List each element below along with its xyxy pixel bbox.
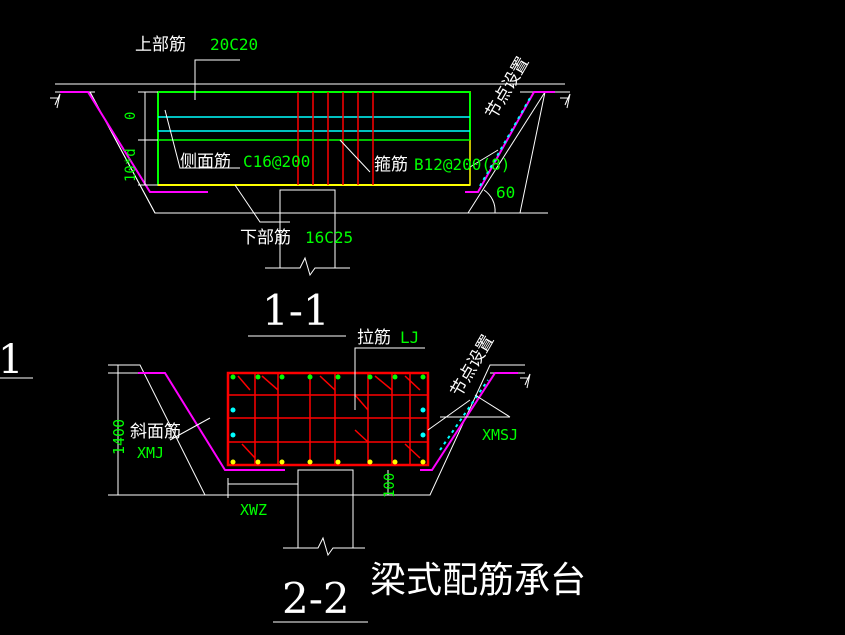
node2-dash <box>439 379 489 451</box>
tie-value: LJ <box>400 328 419 347</box>
side-bar-label: 侧面筋 <box>180 152 231 172</box>
rebar-dot <box>279 374 285 380</box>
bottom-bar-value: 16C25 <box>305 228 353 247</box>
section-title-1-1: 1-1 <box>262 286 330 335</box>
rebar-dot <box>279 459 285 465</box>
rebar-dot <box>230 459 236 465</box>
rebar-dot <box>392 459 398 465</box>
rebar-dot <box>367 374 373 380</box>
break-mark-2 <box>520 373 531 389</box>
left-fragment-label: 1 <box>0 337 23 383</box>
top-bar-label: 上部筋 <box>135 35 186 55</box>
tie <box>404 443 421 459</box>
rebar-dot <box>307 459 313 465</box>
rebar-dot <box>392 374 398 380</box>
tie-leader <box>354 347 425 410</box>
xwz-label: XWZ <box>240 501 267 519</box>
dim-1400: 1400 <box>110 419 128 455</box>
stirrups <box>297 92 374 185</box>
rebar-dot <box>420 432 426 438</box>
side-bar-value: C16@200 <box>243 152 310 171</box>
slope-leader <box>169 417 211 441</box>
pile2-head <box>297 469 354 496</box>
tie <box>354 394 369 411</box>
rebar-dot <box>420 459 426 465</box>
section-1-1: 上部筋 20C20 侧面筋 C16@200 箍筋 B12@200(8) 下部筋 … <box>50 35 571 337</box>
tie <box>241 443 256 459</box>
node-dash-right <box>479 97 531 187</box>
pile-head <box>279 189 336 214</box>
pile-break <box>265 256 350 277</box>
node-setting-1: 节点设置 <box>482 54 533 123</box>
slope-value: XMJ <box>137 444 164 462</box>
slope2-bar-left <box>138 372 285 471</box>
leader-stirrup <box>339 139 371 173</box>
leader-side-bar <box>164 109 240 169</box>
tie <box>237 375 251 391</box>
drawing-caption: 梁式配筋承台 <box>370 560 586 601</box>
tie <box>404 375 421 391</box>
tie <box>374 375 393 391</box>
cap2-grid <box>228 373 428 465</box>
tie <box>319 375 336 391</box>
pit-slope-right <box>467 91 546 214</box>
cap2-outline <box>226 371 430 467</box>
break-mark-left <box>50 93 61 109</box>
node-setting-2: 节点设置 <box>447 332 498 401</box>
dim-zero: 0 <box>123 112 139 120</box>
rebar-dot <box>255 459 261 465</box>
slope2-bar-right <box>420 372 518 471</box>
rebar-dot <box>230 407 236 413</box>
rebar-dot <box>367 459 373 465</box>
tie <box>354 429 369 443</box>
top-bar-value: 20C20 <box>210 35 258 54</box>
rebar-dots <box>230 374 426 465</box>
rebar-dot <box>255 374 261 380</box>
node2-leader <box>427 399 471 431</box>
xmsj-label: XMSJ <box>482 426 518 444</box>
pile2-break <box>283 536 365 557</box>
bottom-bar-label: 下部筋 <box>240 228 291 248</box>
rebar-dot <box>420 374 426 380</box>
slope-bar-left <box>60 91 208 193</box>
tie-label: 拉筋 <box>357 328 391 348</box>
dim-10d: 10*d <box>123 148 139 182</box>
rebar-dot <box>307 374 313 380</box>
stirrup-label: 箍筋 <box>374 155 408 175</box>
rebar-dot <box>420 407 426 413</box>
section-title-2-2: 2-2 <box>282 574 350 623</box>
angle-arc <box>483 189 496 214</box>
rebar-dot <box>230 374 236 380</box>
rebar-dot <box>230 432 236 438</box>
xmsj-leader <box>474 394 511 418</box>
stirrup-value: B12@200(8) <box>414 155 510 174</box>
angle-value: 60 <box>496 183 515 202</box>
leader-bottom-bar <box>234 184 290 223</box>
node-leader <box>469 149 499 168</box>
tie <box>261 375 279 391</box>
rebar-dot <box>335 374 341 380</box>
leader-top-bar <box>194 59 240 100</box>
break-mark-right <box>560 93 571 109</box>
dim-100: 100 <box>382 473 398 498</box>
rebar-dot <box>335 459 341 465</box>
slope-label: 斜面筋 <box>130 422 181 442</box>
